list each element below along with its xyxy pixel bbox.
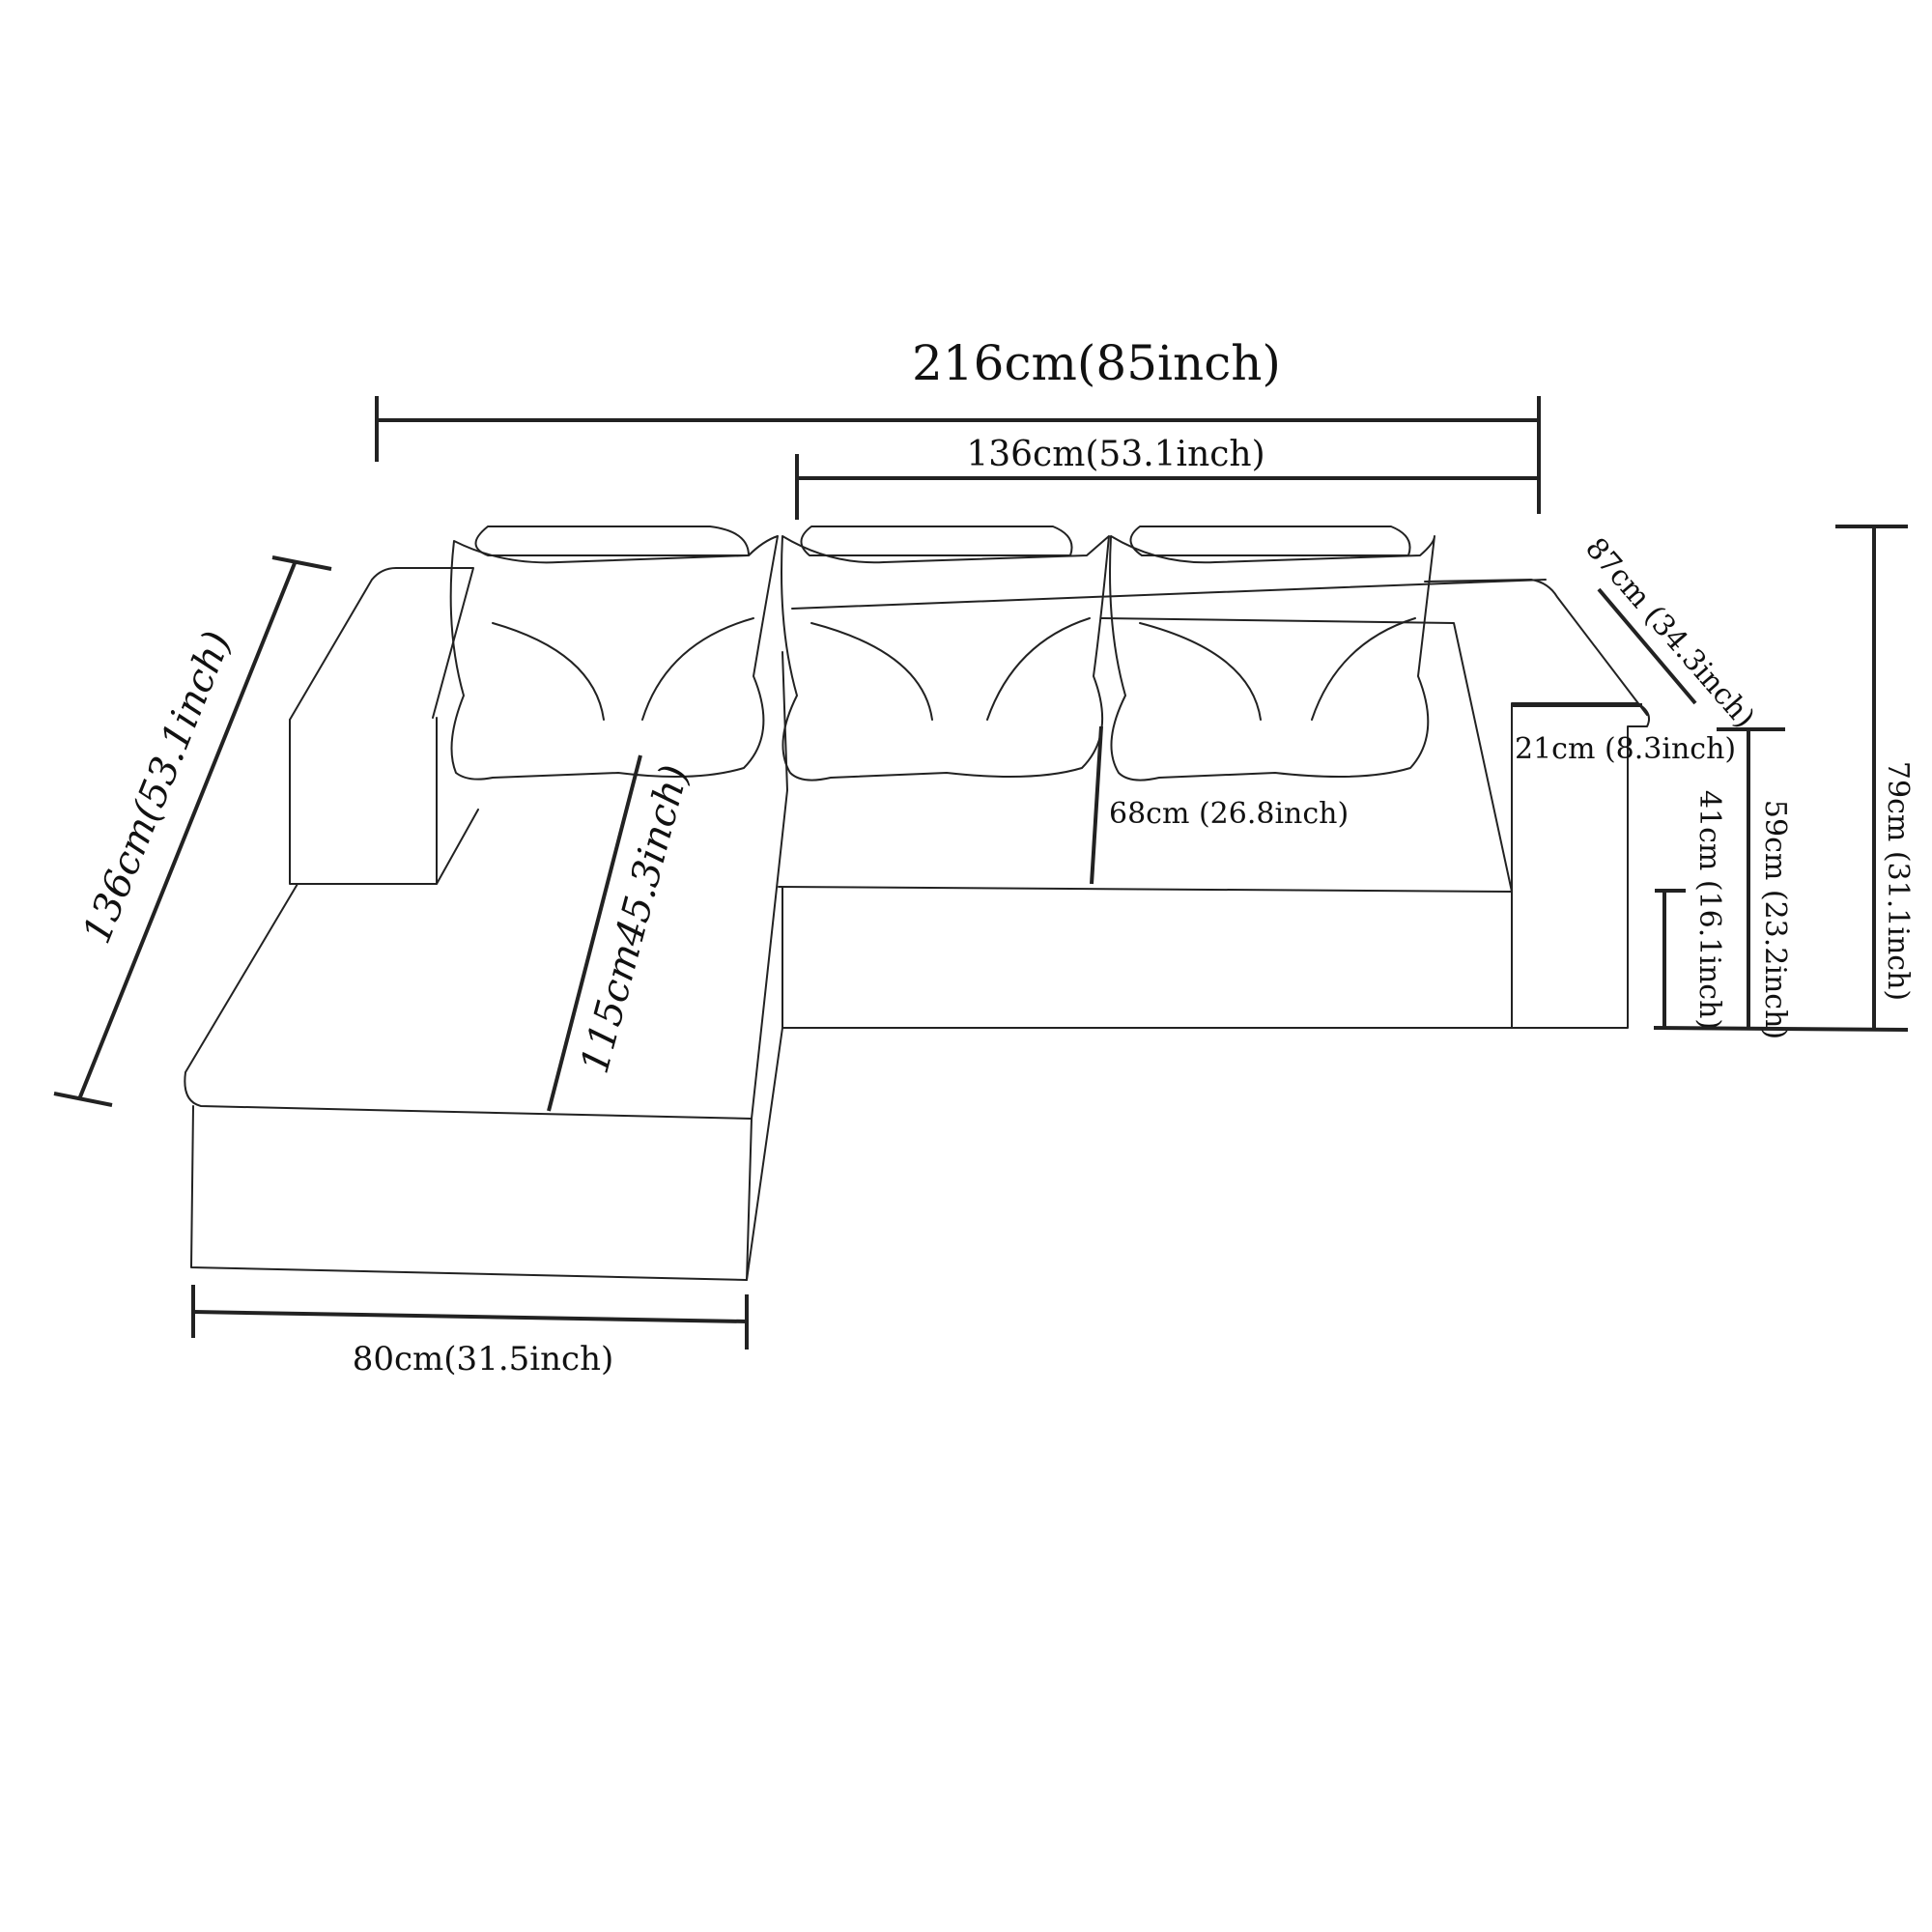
total-height-label: 79cm (31.1inch): [1881, 761, 1915, 1001]
arm-height-label: 59cm (23.2inch): [1758, 800, 1792, 1039]
dimension-lines: 216cm(85inch) 136cm(53.1inch) 87cm (34.3…: [53, 335, 1915, 1378]
chaise-seat-top: [184, 651, 788, 1120]
height-baseline: [1653, 1026, 1909, 1032]
depth-line: [1597, 587, 1697, 705]
chaise-arm-inner-drop: [436, 809, 479, 885]
pillow-right: [1109, 535, 1435, 781]
main-seat-width-label: 136cm(53.1inch): [966, 435, 1264, 474]
back-top-line: [791, 579, 1547, 610]
seat-depth-line: [1090, 725, 1103, 885]
chaise-side: [746, 1027, 783, 1281]
chaise-length-tick-top: [271, 555, 332, 571]
chaise-front: [190, 1105, 753, 1281]
chaise-left-arm-front: [289, 717, 438, 885]
bolster-roll-left: [474, 526, 750, 556]
chaise-seat-length-label: 115cm45.3inch): [573, 760, 697, 1078]
chaise-width-line: [192, 1310, 748, 1323]
pillow-middle: [781, 535, 1110, 781]
total-width-label: 216cm(85inch): [912, 335, 1281, 391]
chaise-seat-length-line: [547, 754, 642, 1112]
chaise-length-line: [77, 562, 297, 1100]
pillow-left: [449, 535, 779, 781]
bolster-roll-middle: [800, 526, 1073, 556]
main-seat-top: [778, 617, 1513, 893]
arm-width-label: 21cm (8.3inch): [1515, 732, 1736, 766]
seat-depth-label: 68cm (26.8inch): [1109, 797, 1349, 831]
seat-height-label: 41cm (16.1inch): [1692, 790, 1726, 1030]
main-front: [781, 886, 1513, 1029]
chaise-left-arm-top: [289, 567, 474, 721]
chaise-length-tick-bottom: [53, 1092, 113, 1107]
bolster-roll-right: [1129, 526, 1411, 556]
sofa-outline: [184, 526, 1650, 1281]
chaise-width-label: 80cm(31.5inch): [353, 1340, 614, 1378]
